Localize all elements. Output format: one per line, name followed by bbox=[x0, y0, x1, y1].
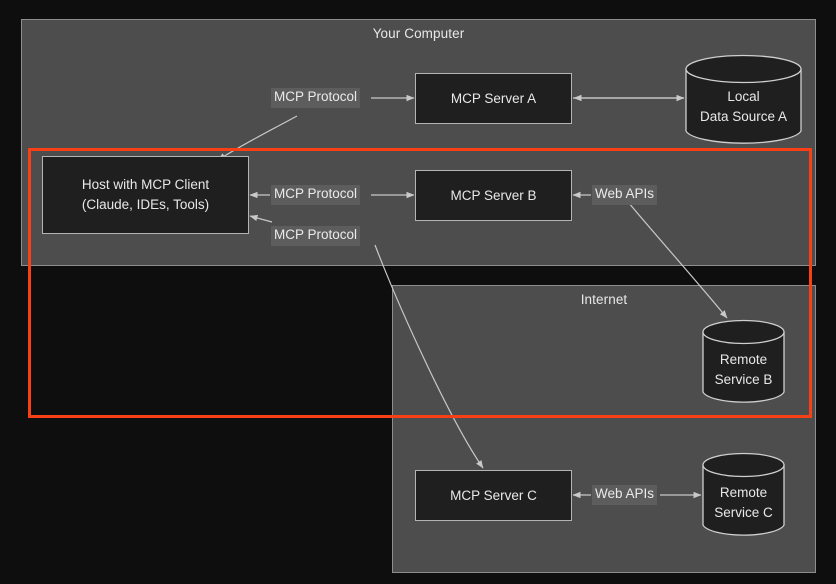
cylinder-icon bbox=[702, 319, 785, 403]
edge-server-a-to-host-curve bbox=[217, 115, 298, 161]
node-host-line-1: (Claude, IDEs, Tools) bbox=[81, 197, 210, 212]
edge-mcpprotocol-c-to-host bbox=[249, 214, 273, 223]
node-mcp-server-a-line-0: MCP Server A bbox=[450, 90, 537, 106]
node-mcp-server-a[interactable]: MCP Server A bbox=[415, 73, 572, 124]
panel-internet-title: Internet bbox=[580, 292, 628, 307]
edge-server-b-to-remote-b-curve bbox=[627, 201, 728, 319]
edge-server-c-to-host-curve bbox=[374, 244, 484, 469]
cylinder-icon bbox=[685, 54, 802, 144]
node-mcp-server-c[interactable]: MCP Server C bbox=[415, 470, 572, 521]
node-local-data-source-a[interactable]: Local Data Source A bbox=[685, 54, 802, 146]
edge-label-web-apis-c: Web APIs bbox=[592, 485, 658, 505]
panel-your-computer-title: Your Computer bbox=[372, 26, 465, 41]
cylinder-icon bbox=[702, 452, 785, 536]
node-mcp-server-c-line-0: MCP Server C bbox=[450, 487, 537, 503]
node-host-line-0: Host with MCP Client bbox=[81, 177, 210, 193]
node-remote-service-b[interactable]: Remote Service B bbox=[702, 319, 785, 405]
node-remote-service-c[interactable]: Remote Service C bbox=[702, 452, 785, 538]
edge-label-mcp-protocol-c: MCP Protocol bbox=[271, 226, 361, 246]
edge-label-mcp-protocol-b: MCP Protocol bbox=[271, 185, 361, 205]
node-mcp-server-b-line-0: MCP Server B bbox=[450, 187, 537, 203]
edge-label-mcp-protocol-a: MCP Protocol bbox=[271, 88, 361, 108]
node-host-with-mcp-client[interactable]: Host with MCP Client (Claude, IDEs, Tool… bbox=[42, 156, 249, 234]
edge-label-web-apis-b: Web APIs bbox=[592, 185, 658, 205]
node-mcp-server-b[interactable]: MCP Server B bbox=[415, 170, 572, 221]
